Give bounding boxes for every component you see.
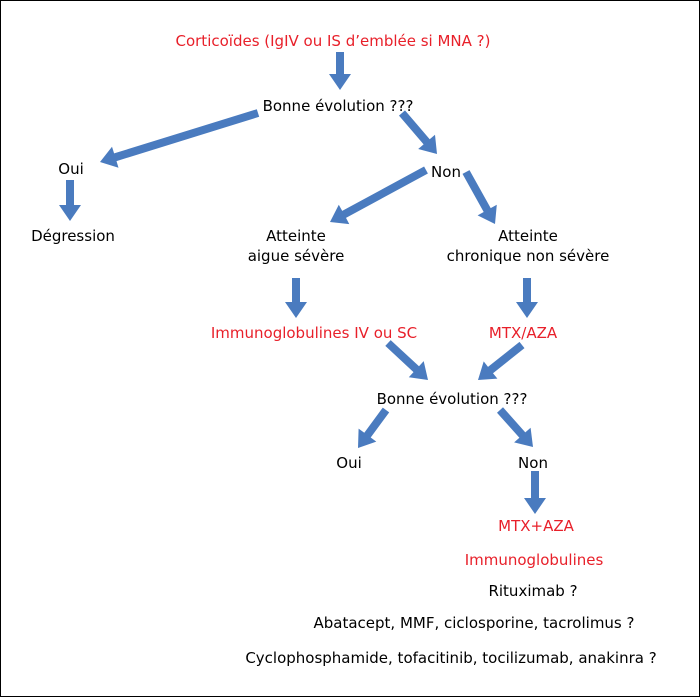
corticoides-node: Corticoïdes (IgIV ou IS d’emblée si MNA … — [175, 32, 491, 50]
arrow-non-to-chronique — [462, 170, 497, 224]
atteinte-aigue-line2: aigue sévère — [247, 247, 345, 265]
arrow-immunoglobulines-to-evolution — [385, 340, 428, 380]
arrow-evolution-to-oui-2 — [358, 407, 390, 448]
cyclophosphamide-node: Cyclophosphamide, tofacitinib, tocilizum… — [245, 649, 657, 667]
non-node-1: Non — [431, 163, 461, 181]
non-node-2: Non — [518, 454, 548, 472]
arrow-non-to-aigue — [330, 166, 428, 225]
oui-node-2: Oui — [336, 454, 362, 472]
atteinte-chronique-line2: chronique non sévère — [446, 247, 610, 265]
immunoglobulines-iv-sc-node: Immunoglobulines IV ou SC — [210, 324, 418, 342]
arrow-oui-to-degression — [59, 180, 81, 221]
atteinte-chronique-line1: Atteinte — [498, 227, 558, 245]
arrow-corticoides-to-evolution — [329, 52, 351, 90]
bonne-evolution-node-2: Bonne évolution ??? — [376, 390, 528, 408]
arrow-mtx-aza-to-evolution — [478, 341, 525, 380]
mtx-aza-node: MTX/AZA — [488, 324, 558, 342]
rituximab-node: Rituximab ? — [488, 582, 578, 600]
arrow-non-to-mtx-plus-aza — [524, 471, 546, 514]
immunoglobulines-node: Immunoglobulines — [464, 551, 604, 569]
arrow-aigue-to-immunoglobulines — [285, 278, 307, 318]
atteinte-aigue-line1: Atteinte — [266, 227, 326, 245]
arrow-chronique-to-mtx-aza — [516, 278, 538, 318]
arrow-evolution-to-oui — [100, 109, 260, 168]
bonne-evolution-node-1: Bonne évolution ??? — [262, 97, 414, 115]
oui-node-1: Oui — [58, 160, 84, 178]
degression-node: Dégression — [31, 227, 115, 245]
arrow-evolution-to-non — [399, 110, 437, 154]
abatacept-node: Abatacept, MMF, ciclosporine, tacrolimus… — [313, 614, 635, 632]
arrow-evolution-to-non-2 — [497, 407, 533, 447]
arrow-group — [59, 52, 546, 514]
mtx-plus-aza-node: MTX+AZA — [498, 517, 574, 535]
